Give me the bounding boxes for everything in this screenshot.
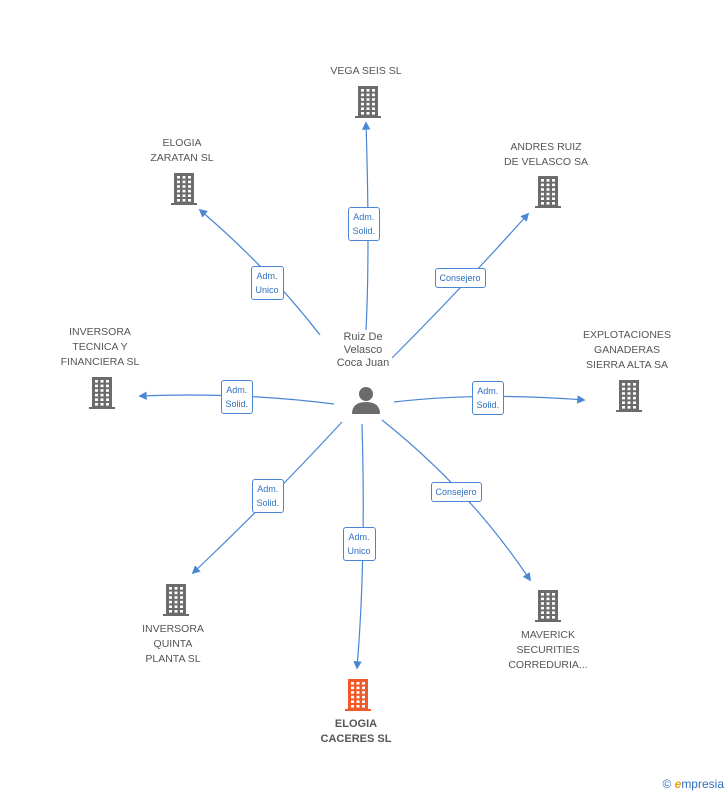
center-person-name[interactable]: Ruiz De Velasco Coca Juan (336, 331, 390, 369)
building-icon-maverick[interactable] (535, 590, 561, 622)
relation-badge-caceres[interactable]: Adm. Unico (342, 527, 376, 561)
company-label-inversora_tf[interactable]: INVERSORA TECNICA Y FINANCIERA SL (60, 326, 140, 368)
building-icon-explotaciones[interactable] (616, 380, 642, 412)
company-label-zaratan[interactable]: ELOGIA ZARATAN SL (150, 137, 214, 164)
company-label-maverick[interactable]: MAVERICK SECURITIES CORREDURIA... (508, 629, 588, 671)
company-label-explotaciones[interactable]: EXPLOTACIONES GANADERAS SIERRA ALTA SA (583, 329, 671, 371)
relation-badge-explotaciones[interactable]: Adm. Solid. (471, 381, 505, 415)
footer-brand[interactable]: © empresia (662, 777, 724, 791)
company-label-inversora_qp[interactable]: INVERSORA QUINTA PLANTA SL (142, 623, 204, 665)
relation-badge-andres[interactable]: Consejero (434, 268, 486, 288)
company-label-andres[interactable]: ANDRES RUIZ DE VELASCO SA (503, 141, 589, 168)
brand-initial: e (674, 777, 682, 791)
company-label-caceres[interactable]: ELOGIA CACERES SL (320, 718, 392, 745)
building-icon-andres[interactable] (535, 176, 561, 208)
company-label-vega[interactable]: VEGA SEIS SL (330, 65, 402, 77)
brand-name: mpresia (681, 777, 724, 791)
building-icon-vega[interactable] (355, 86, 381, 118)
building-icon-caceres[interactable] (345, 679, 371, 711)
building-icon-inversora_tf[interactable] (89, 377, 115, 409)
building-icon-inversora_qp[interactable] (163, 584, 189, 616)
relation-badge-inversora_qp[interactable]: Adm. Solid. (251, 479, 285, 513)
relation-badge-vega[interactable]: Adm. Solid. (347, 207, 381, 241)
relation-badge-zaratan[interactable]: Adm. Unico (250, 266, 284, 300)
building-icon-zaratan[interactable] (171, 173, 197, 205)
buildings (89, 86, 642, 711)
relation-badge-inversora_tf[interactable]: Adm. Solid. (220, 380, 254, 414)
relation-badge-maverick[interactable]: Consejero (430, 482, 482, 502)
person-icon (352, 387, 380, 414)
copyright-icon: © (662, 777, 672, 791)
